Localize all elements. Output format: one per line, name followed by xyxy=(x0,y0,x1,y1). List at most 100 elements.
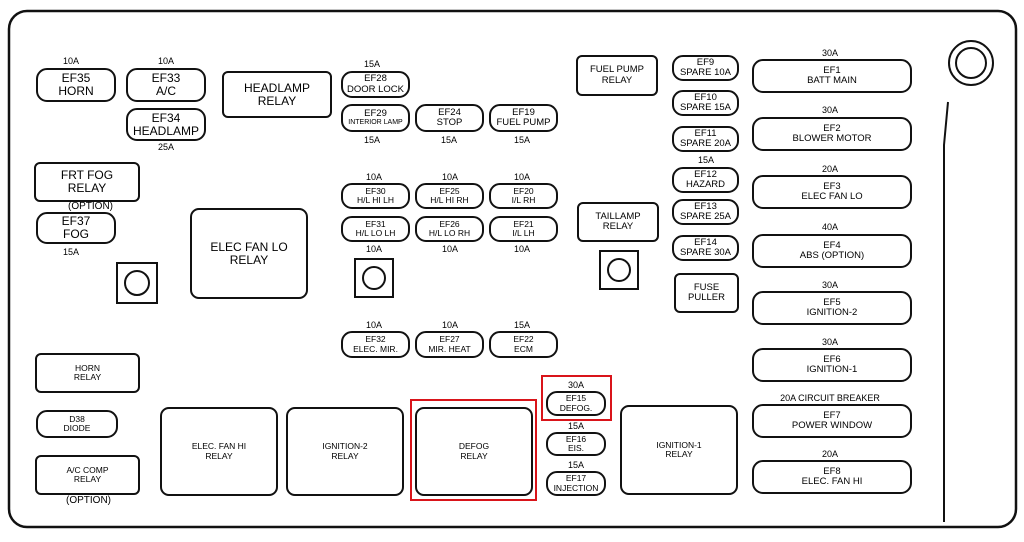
fuse-label: SPARE 15A xyxy=(679,102,732,113)
fuse-ef16[interactable]: EF16 EIS. xyxy=(546,432,606,456)
fuse-rating: 40A xyxy=(821,222,838,232)
relay-ac-comp[interactable]: A/C COMP RELAY xyxy=(35,455,140,495)
fuse-ef35[interactable]: EF35 HORN xyxy=(36,68,116,102)
fuse-ef25[interactable]: EF25 H/L HI RH xyxy=(415,183,484,209)
fuse-id: EF9 xyxy=(696,56,715,68)
relay-horn[interactable]: HORN RELAY xyxy=(35,353,140,393)
fuse-id: EF7 xyxy=(823,409,841,421)
fuse-id: EF27 xyxy=(439,334,460,345)
fuse-ef4[interactable]: EF4 ABS (OPTION) xyxy=(752,234,912,268)
relay-label: ELEC. FAN HI xyxy=(191,441,247,452)
relay-label: HORN xyxy=(74,362,101,373)
fuse-label: ELEC FAN LO xyxy=(801,191,863,202)
fuse-id: EF31 xyxy=(365,218,386,229)
fuse-rating: 10A xyxy=(513,172,530,182)
relay-fuel-pump[interactable]: FUEL PUMP RELAY xyxy=(576,55,658,96)
fuse-id: EF24 xyxy=(438,106,461,118)
relay-elec-fan-hi[interactable]: ELEC. FAN HI RELAY xyxy=(160,407,278,496)
fuse-ef10[interactable]: EF10 SPARE 15A xyxy=(672,90,739,116)
fuse-ef13[interactable]: EF13 SPARE 25A xyxy=(672,199,739,225)
fuse-rating: 15A xyxy=(513,320,530,330)
fuse-rating: 10A xyxy=(441,172,458,182)
fuse-label: DEFOG. xyxy=(559,402,593,413)
fuse-label: POWER WINDOW xyxy=(791,420,873,431)
fuse-label: FOG xyxy=(63,227,89,241)
relay-label: RELAY xyxy=(257,93,297,108)
relay-ignition-2[interactable]: IGNITION-2 RELAY xyxy=(286,407,404,496)
fuse-rating: 10A xyxy=(365,320,382,330)
relay-label: RELAY xyxy=(73,372,102,382)
fuse-ef33[interactable]: EF33 A/C xyxy=(126,68,206,102)
fuse-id: EF34 xyxy=(151,110,181,125)
fuse-rating: 20A xyxy=(821,164,838,174)
fuse-label: SPARE 25A xyxy=(679,211,732,222)
fuse-label: H/L HI LH xyxy=(356,195,394,205)
fuse-ef6[interactable]: EF6 IGNITION-1 xyxy=(752,348,912,382)
diode-d38[interactable]: D38 DIODE xyxy=(36,410,118,438)
relay-label: FUEL PUMP xyxy=(589,64,645,76)
relay-frt-fog[interactable]: FRT FOG RELAY xyxy=(34,162,140,202)
fuse-ef2[interactable]: EF2 BLOWER MOTOR xyxy=(752,117,912,151)
fuse-ef24[interactable]: EF24 STOP xyxy=(415,104,484,132)
fuse-ef22[interactable]: EF22 ECM xyxy=(489,331,558,358)
fuse-ef27[interactable]: EF27 MIR. HEAT xyxy=(415,331,484,358)
fuse-label: A/C xyxy=(155,84,176,98)
relay-headlamp[interactable]: HEADLAMP RELAY xyxy=(222,71,332,118)
fuse-id: EF17 xyxy=(565,473,587,484)
fuse-ef34[interactable]: EF34 HEADLAMP xyxy=(126,108,206,141)
diode-id: D38 xyxy=(69,413,85,424)
fuse-ef5[interactable]: EF5 IGNITION-2 xyxy=(752,291,912,325)
relay-label: RELAY xyxy=(601,74,633,86)
fuse-id: EF8 xyxy=(823,465,841,477)
fuse-ef12[interactable]: EF12 HAZARD xyxy=(672,167,739,193)
fuse-ef11[interactable]: EF11 SPARE 20A xyxy=(672,126,739,152)
fuse-label: SPARE 10A xyxy=(679,67,732,78)
fuse-ef37[interactable]: EF37 FOG xyxy=(36,212,116,244)
fuse-rating: 10A xyxy=(441,320,458,330)
fuse-ef14[interactable]: EF14 SPARE 30A xyxy=(672,235,739,261)
fuse-ef31[interactable]: EF31 H/L LO LH xyxy=(341,216,410,242)
fuse-id: EF16 xyxy=(565,433,587,444)
fuse-ef20[interactable]: EF20 I/L RH xyxy=(489,183,558,209)
fuse-rating: 10A xyxy=(441,244,458,254)
fuse-label: I/L LH xyxy=(512,228,535,238)
fuse-rating: 10A xyxy=(62,56,79,66)
relay-taillamp[interactable]: TAILLAMP RELAY xyxy=(577,202,659,242)
fuse-ef7[interactable]: EF7 POWER WINDOW xyxy=(752,404,912,438)
fuse-id: EF20 xyxy=(513,185,534,196)
relay-label: HEADLAMP xyxy=(243,80,311,95)
fuse-label: HAZARD xyxy=(685,179,726,190)
fuse-ef1[interactable]: EF1 BATT MAIN xyxy=(752,59,912,93)
fuse-ef26[interactable]: EF26 H/L LO RH xyxy=(415,216,484,242)
relay-elec-fan-lo[interactable]: ELEC FAN LO RELAY xyxy=(190,208,308,299)
fuse-ef28[interactable]: EF28 DOOR LOCK xyxy=(341,71,410,98)
fuse-ef17[interactable]: EF17 INJECTION xyxy=(546,471,606,496)
fuse-ef9[interactable]: EF9 SPARE 10A xyxy=(672,55,739,81)
puller-label: PULLER xyxy=(688,292,725,303)
fuse-ef29[interactable]: EF29 INTERIOR LAMP xyxy=(341,104,410,132)
fuse-label: H/L HI RH xyxy=(430,195,469,205)
fuse-label: INTERIOR LAMP xyxy=(348,119,403,127)
relay-label: RELAY xyxy=(229,252,269,267)
fuse-label: BLOWER MOTOR xyxy=(792,133,872,144)
fuse-ef19[interactable]: EF19 FUEL PUMP xyxy=(489,104,558,132)
fuse-ef3[interactable]: EF3 ELEC FAN LO xyxy=(752,175,912,209)
fuse-ef15[interactable]: EF15 DEFOG. xyxy=(546,391,606,416)
fuse-ef8[interactable]: EF8 ELEC. FAN HI xyxy=(752,460,912,494)
bolt-icon xyxy=(362,266,386,290)
fuse-ef21[interactable]: EF21 I/L LH xyxy=(489,216,558,242)
fuse-puller[interactable]: FUSE PULLER xyxy=(674,273,739,313)
fuse-rating: 10A xyxy=(365,244,382,254)
option-note: (OPTION) xyxy=(66,495,111,506)
fuse-label: ECM xyxy=(514,343,533,354)
fuse-ef32[interactable]: EF32 ELEC. MIR. xyxy=(341,331,410,358)
fuse-ef30[interactable]: EF30 H/L HI LH xyxy=(341,183,410,209)
relay-defog[interactable]: DEFOG RELAY xyxy=(415,407,533,496)
fuse-label: I/L RH xyxy=(511,195,536,205)
relay-ignition-1[interactable]: IGNITION-1 RELAY xyxy=(620,405,738,495)
fuse-id: EF35 xyxy=(61,71,91,86)
relay-label: RELAY xyxy=(665,449,693,459)
fuse-rating: 30A xyxy=(821,337,838,347)
fuse-label: ELEC. FAN HI xyxy=(801,476,863,487)
